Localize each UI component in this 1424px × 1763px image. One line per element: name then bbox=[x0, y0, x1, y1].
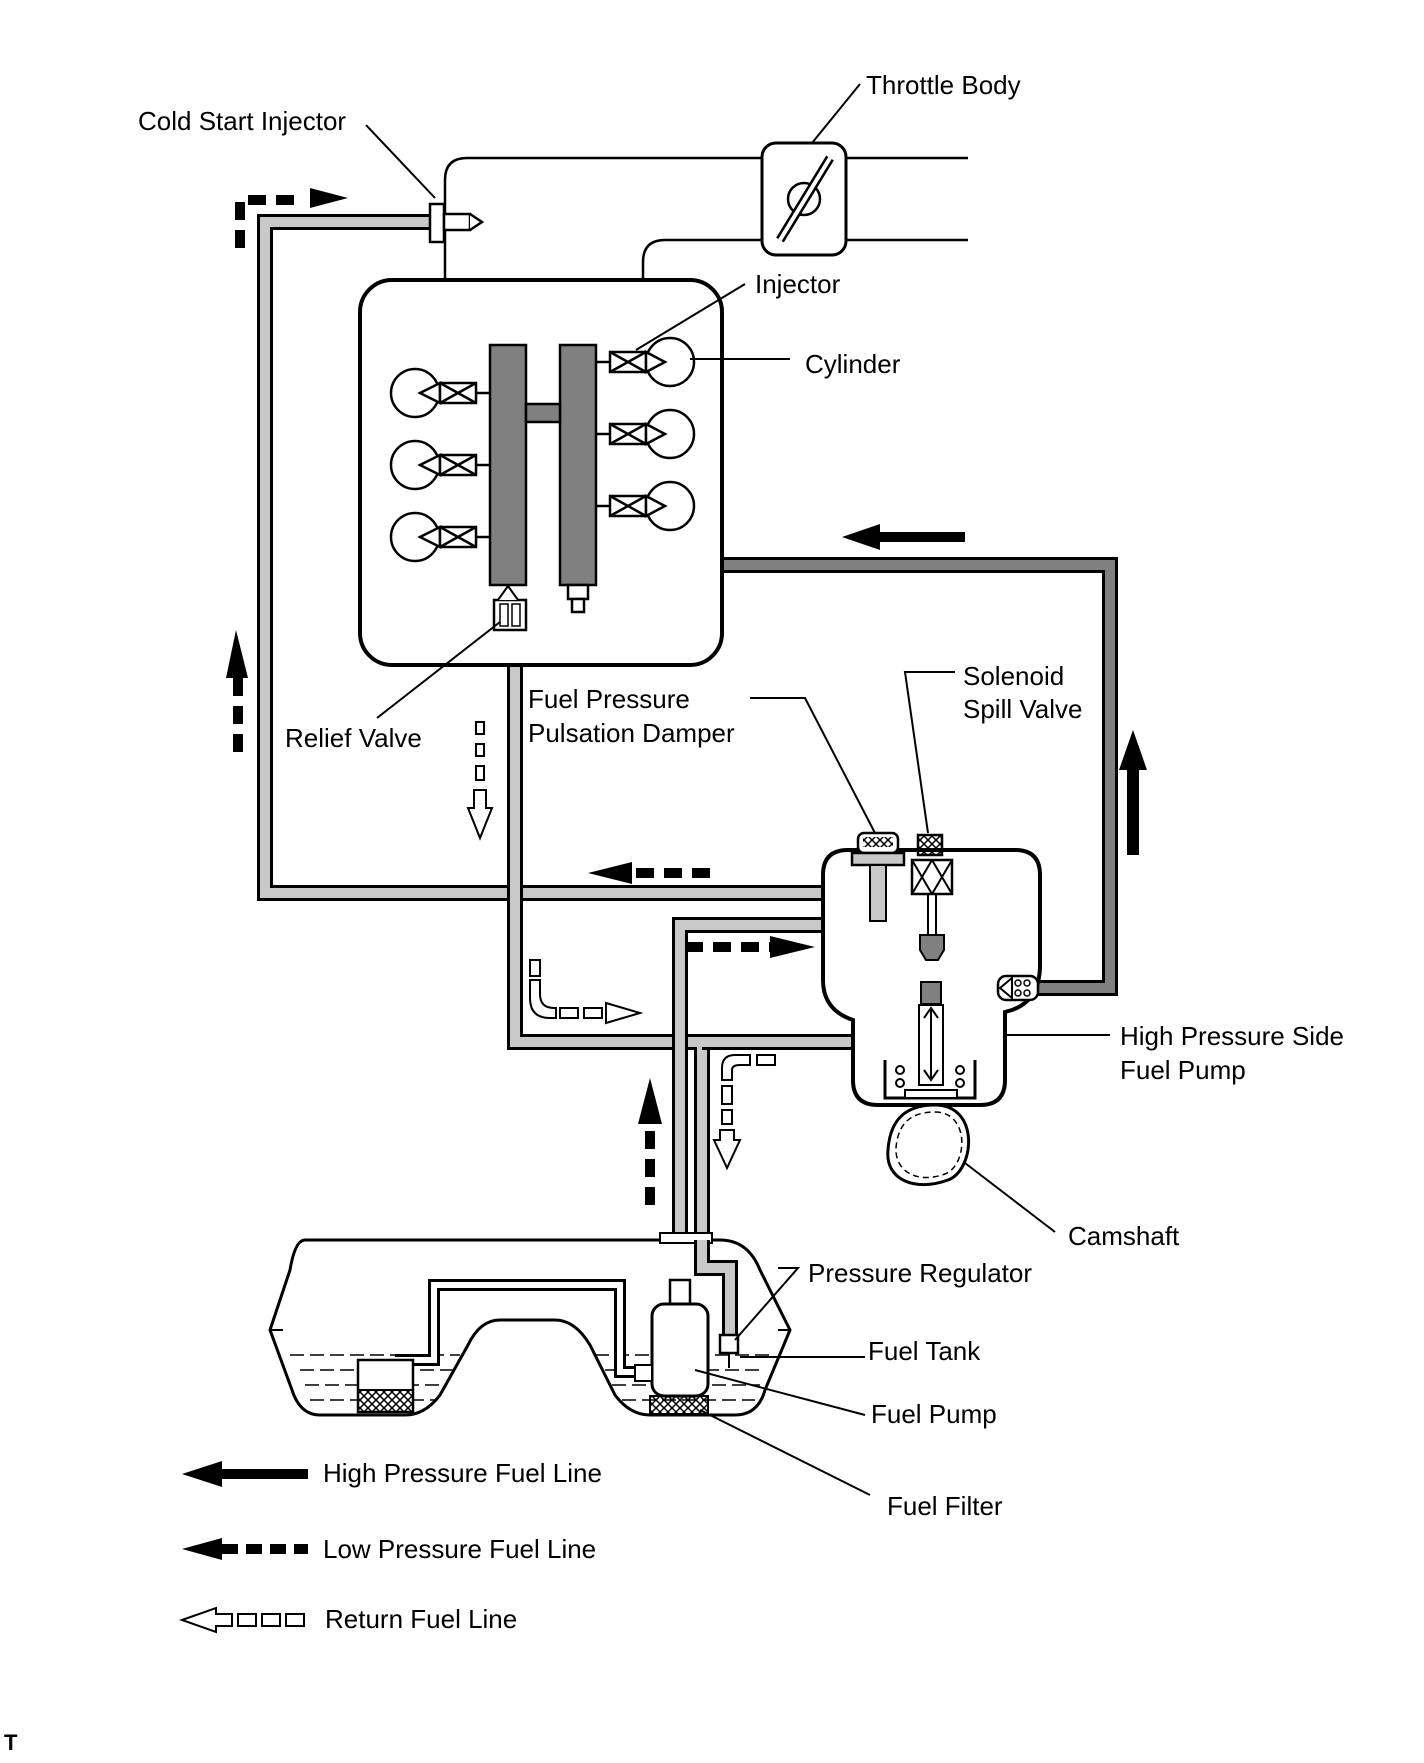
in-tank-fuel-pump bbox=[634, 1278, 710, 1415]
label-hp-pump-2: Fuel Pump bbox=[1120, 1055, 1246, 1085]
label-spill-valve-2: Spill Valve bbox=[963, 694, 1082, 724]
solenoid-spill-valve bbox=[910, 833, 954, 961]
legend-return-arrow bbox=[178, 1606, 305, 1634]
legend-low-pressure-label: Low Pressure Fuel Line bbox=[323, 1534, 596, 1564]
label-throttle-body: Throttle Body bbox=[866, 70, 1021, 100]
delivery-pipes bbox=[488, 343, 598, 614]
legend-high-pressure-label: High Pressure Fuel Line bbox=[323, 1458, 602, 1488]
legend-low-pressure-arrow bbox=[182, 1538, 308, 1560]
lp-flow-arrows bbox=[226, 188, 815, 1205]
label-spill-valve-1: Solenoid bbox=[963, 661, 1064, 691]
label-fuel-filter: Fuel Filter bbox=[887, 1491, 1003, 1521]
throttle-body bbox=[760, 141, 848, 257]
label-pulsation-damper-1: Fuel Pressure bbox=[528, 684, 690, 714]
fuel-pressure-pulsation-damper bbox=[850, 831, 906, 922]
legend-return-label: Return Fuel Line bbox=[325, 1604, 517, 1634]
legend: High Pressure Fuel Line Low Pressure Fue… bbox=[178, 1458, 602, 1634]
engine-block bbox=[358, 278, 724, 667]
label-cylinder: Cylinder bbox=[805, 349, 901, 379]
legend-low-pressure: Low Pressure Fuel Line bbox=[182, 1534, 596, 1564]
left-bank-injectors bbox=[417, 380, 490, 550]
check-valve bbox=[996, 974, 1040, 1002]
component-labels: Throttle Body Cold Start Injector Inject… bbox=[138, 70, 1344, 1521]
corner-mark: T bbox=[4, 1730, 18, 1755]
legend-return: Return Fuel Line bbox=[178, 1604, 517, 1634]
return-pipe bbox=[507, 628, 872, 1248]
hp-flow-arrows bbox=[842, 524, 1147, 855]
label-pulsation-damper-2: Pulsation Damper bbox=[528, 718, 735, 748]
transfer-pipe bbox=[356, 1279, 640, 1414]
label-fuel-tank: Fuel Tank bbox=[868, 1336, 981, 1366]
cold-start-feed-pipe bbox=[257, 214, 876, 901]
right-bank-injectors bbox=[596, 349, 668, 519]
return-flow-arrows bbox=[466, 721, 776, 1171]
label-pressure-regulator: Pressure Regulator bbox=[808, 1258, 1032, 1288]
left-bank-cylinders bbox=[389, 367, 441, 563]
high-pressure-pipe bbox=[590, 557, 1118, 996]
label-hp-pump-1: High Pressure Side bbox=[1120, 1021, 1344, 1051]
legend-high-pressure-arrow bbox=[182, 1461, 308, 1487]
camshaft bbox=[886, 1103, 970, 1186]
label-relief-valve: Relief Valve bbox=[285, 723, 422, 753]
relief-valve bbox=[492, 584, 528, 632]
tank-flange bbox=[659, 1232, 713, 1244]
label-camshaft: Camshaft bbox=[1068, 1221, 1180, 1251]
intake-pipes bbox=[443, 156, 968, 280]
label-cold-start-injector: Cold Start Injector bbox=[138, 106, 346, 136]
cold-start-injector bbox=[428, 202, 485, 244]
label-fuel-pump: Fuel Pump bbox=[871, 1399, 997, 1429]
leader-lines bbox=[365, 83, 1110, 1496]
pressure-regulator bbox=[718, 1333, 740, 1368]
label-injector: Injector bbox=[755, 269, 841, 299]
tank-return-pipe bbox=[694, 1240, 738, 1345]
legend-high-pressure: High Pressure Fuel Line bbox=[182, 1458, 602, 1488]
